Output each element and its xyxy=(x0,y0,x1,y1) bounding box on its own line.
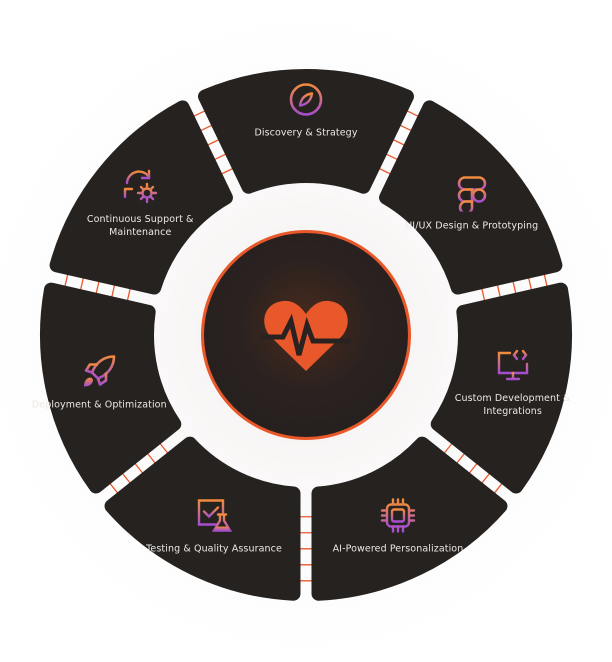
heart-pulse-icon xyxy=(261,300,351,371)
monitor-code-icon xyxy=(497,349,528,381)
segment-3 xyxy=(430,282,572,494)
segment-5 xyxy=(104,436,301,601)
compass-icon xyxy=(289,83,323,116)
stage-2: UI/UX Design & Prototyping xyxy=(402,173,542,232)
rocket-icon xyxy=(84,355,116,387)
stage-5: Testing & Quality Assurance xyxy=(144,497,284,556)
chip-icon xyxy=(380,498,416,533)
stage-6: Deployment & Optimization xyxy=(29,353,169,412)
refresh-gear-icon xyxy=(124,169,158,204)
stage-label: Testing & Quality Assurance xyxy=(146,543,282,555)
stage-7: Continuous Support & Maintenance xyxy=(70,167,210,239)
segment-6 xyxy=(40,282,182,494)
segment-1 xyxy=(198,69,414,194)
stage-4: AI-Powered Personalization xyxy=(328,497,468,556)
stage-label: Continuous Support & Maintenance xyxy=(86,213,194,238)
stage-label: AI-Powered Personalization xyxy=(332,543,464,555)
stage-label: Discovery & Strategy xyxy=(254,127,358,139)
stage-label: Custom Development & Integrations xyxy=(454,393,571,418)
checklist-flask-icon xyxy=(197,499,233,532)
stage-label: Deployment & Optimization xyxy=(31,399,167,411)
stage-1: Discovery & Strategy xyxy=(236,81,376,140)
stage-label: UI/UX Design & Prototyping xyxy=(405,220,539,232)
stage-3: Custom Development & Integrations xyxy=(443,346,583,418)
center-hub xyxy=(201,230,411,440)
figma-icon xyxy=(457,176,487,212)
